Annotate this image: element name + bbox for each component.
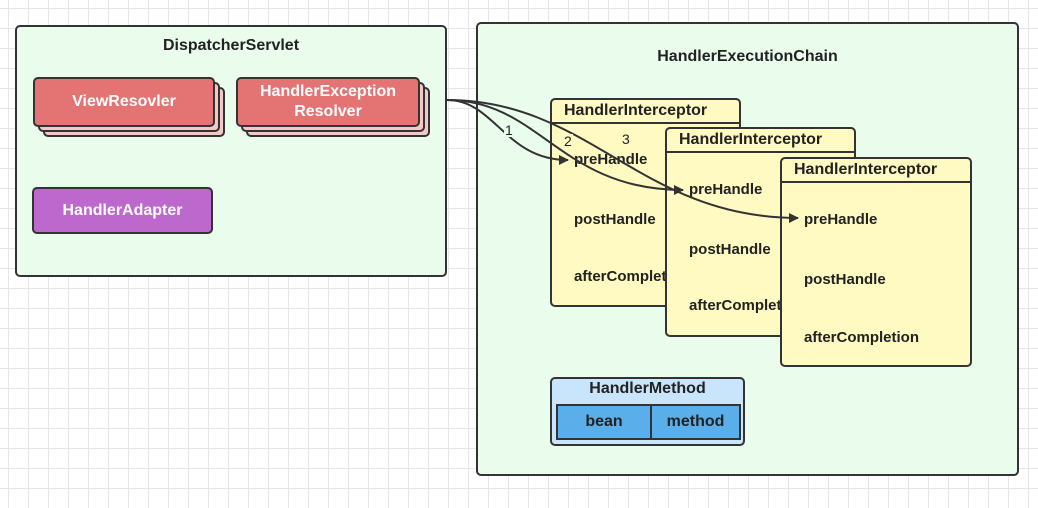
arrow-label-2: 2 [563,133,573,149]
interceptor-3-title: HandlerInterceptor [794,161,938,178]
interceptor-2-prehandle: preHandle [689,181,763,198]
arrow-1 [446,99,569,165]
interceptor-1-divider [552,122,739,124]
interceptor-2-posthandle: postHandle [689,241,771,258]
arrow-3 [446,99,799,223]
interceptor-3-prehandle: preHandle [804,211,878,228]
arrow-2 [446,99,684,195]
view-resolver: ViewResovler [33,77,215,127]
handler-adapter: HandlerAdapter [32,187,213,234]
handler-execution-chain-title: HandlerExecutionChain [657,48,838,65]
dispatcher-servlet-title: DispatcherServlet [162,37,300,54]
interceptor-2-divider [667,151,854,153]
exception-resolver-label-2: Resolver [294,103,362,120]
handler-method: HandlerMethod bean method [550,377,745,446]
arrow-label-3: 3 [621,131,631,147]
interceptor-1-aftercompletion: afterCompletion [574,268,690,285]
arrow-label-1: 1 [504,122,514,138]
handler-method-bean: bean [556,404,652,440]
interceptor-1-title: HandlerInterceptor [564,102,708,119]
interceptor-3-posthandle: postHandle [804,271,886,288]
handler-adapter-label: HandlerAdapter [62,201,183,219]
dispatcher-servlet-box: DispatcherServlet [15,25,447,277]
interceptor-3-divider [782,181,970,183]
interceptor-1-prehandle: preHandle [574,151,648,168]
exception-resolver: HandlerException Resolver [236,77,420,127]
handler-method-title: HandlerMethod [589,380,706,397]
interceptor-2-title: HandlerInterceptor [679,131,823,148]
handler-method-method: method [650,404,741,440]
view-resolver-label: ViewResovler [72,93,176,110]
interceptor-3-aftercompletion: afterCompletion [804,329,920,346]
interceptor-1-posthandle: postHandle [574,211,656,228]
handler-interceptor-3: HandlerInterceptor preHandle postHandle … [780,157,972,367]
interceptor-2-aftercompletion: afterCompletion [689,297,805,314]
exception-resolver-label-1: HandlerException [259,83,397,100]
